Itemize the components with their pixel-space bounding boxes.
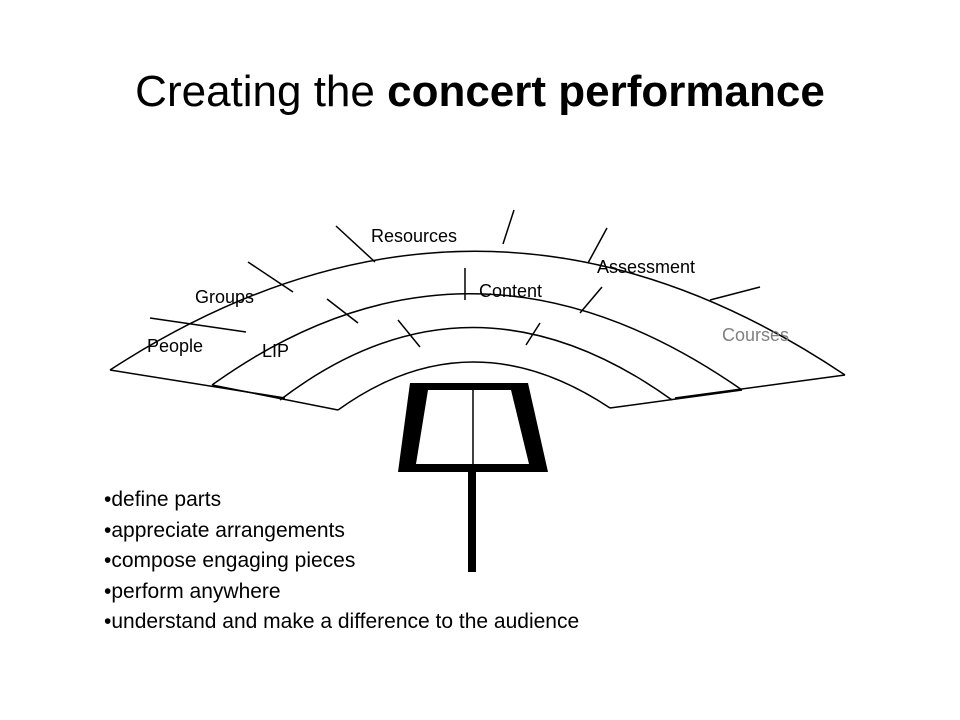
title-bold-part: concert performance [387,67,825,116]
right-inner-base [609,389,743,409]
divider-groups-resources [247,261,294,293]
divider-resources-right [502,209,515,245]
label-resources: Resources [371,226,457,246]
label-courses: Courses [722,325,789,345]
divider-middle-2 [525,322,541,346]
label-groups: Groups [195,287,254,307]
right-outer-base [674,374,846,399]
left-inner-base [211,384,339,411]
divider-lip [326,298,359,324]
divider-middle-3 [579,286,603,314]
divider-assessment-right [709,286,761,301]
title-normal-part: Creating the [135,67,388,116]
label-assessment: Assessment [597,257,695,277]
innermost-arc [337,361,611,411]
bullet-item: compose engaging pieces [104,546,579,577]
outer-arc [109,250,846,376]
divider-resources-left [335,225,376,263]
bullet-item: perform anywhere [104,577,579,608]
divider-middle-1 [397,319,421,348]
bullet-item: understand and make a difference to the … [104,607,579,638]
bullet-item: define parts [104,485,579,516]
label-content: Content [479,281,542,301]
divider-assessment-left [587,227,608,264]
bullet-list: define parts appreciate arrangements com… [104,485,579,638]
inner-arc [279,326,673,401]
label-people: People [147,336,203,356]
bullet-item: appreciate arrangements [104,516,579,547]
middle-arc [211,293,743,391]
label-lip: LIP [262,341,289,361]
slide-title: Creating the concert performance [0,62,960,122]
divider-people-groups [149,317,247,333]
